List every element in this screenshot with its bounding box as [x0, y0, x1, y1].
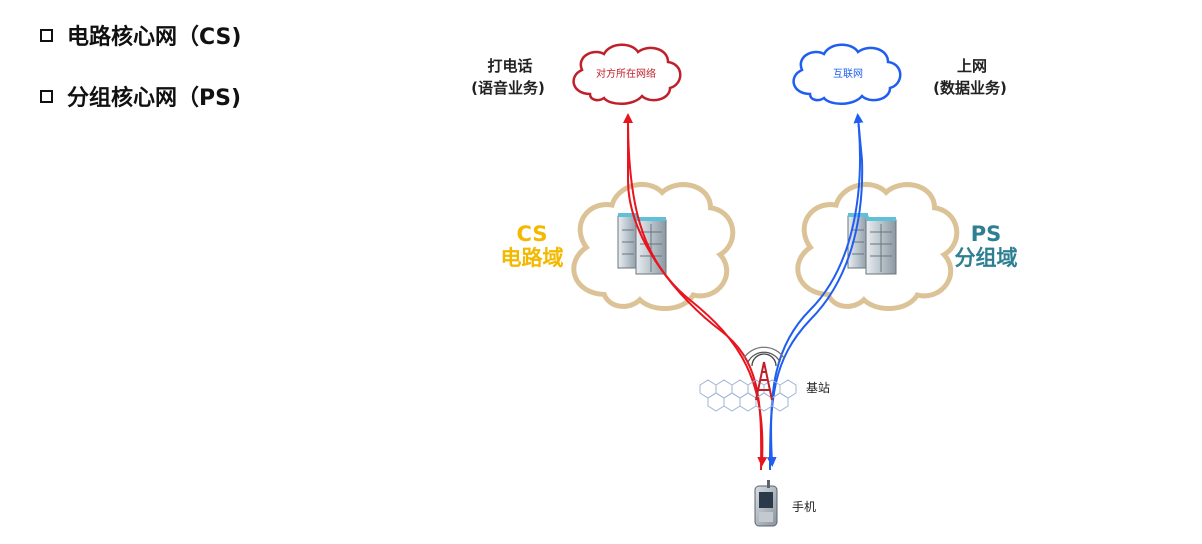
bullet-list: 电路核心网（CS) 分组核心网（PS): [40, 18, 241, 140]
internet-subtitle: (数据业务): [933, 79, 1007, 97]
bullet-item-ps: 分组核心网（PS): [40, 79, 241, 113]
bullet-text-ps: 分组核心网（PS): [67, 86, 242, 111]
base-station-label: 基站: [806, 381, 830, 395]
remote-network-cloud: 对方所在网络: [572, 43, 682, 105]
ps-server-rack-icon: [847, 213, 897, 275]
internet-title: 上网: [957, 57, 987, 75]
square-bullet-icon: [40, 89, 53, 103]
internet-cloud-label: 互联网: [833, 68, 863, 80]
internet-cloud: 互联网: [792, 43, 902, 105]
phone-label: 手机: [792, 500, 816, 514]
ps-domain-label-line2: 分组域: [955, 246, 1018, 270]
call-title: 打电话: [487, 57, 532, 75]
cs-server-rack-icon: [617, 213, 667, 275]
cell-grid: [699, 379, 797, 412]
call-subtitle: (语音业务): [471, 79, 545, 97]
mobile-phone-icon: [754, 480, 778, 527]
remote-network-cloud-label: 对方所在网络: [596, 67, 656, 80]
square-bullet-icon: [40, 28, 53, 42]
radio-tower-icon: [743, 346, 785, 401]
cs-domain-label-line2: 电路域: [501, 246, 564, 270]
cs-domain-label-line1: CS: [517, 222, 548, 246]
ps-domain-label-line1: PS: [971, 222, 1002, 246]
bullet-item-cs: 电路核心网（CS): [40, 18, 241, 52]
bullet-text-cs: 电路核心网（CS): [67, 25, 242, 50]
